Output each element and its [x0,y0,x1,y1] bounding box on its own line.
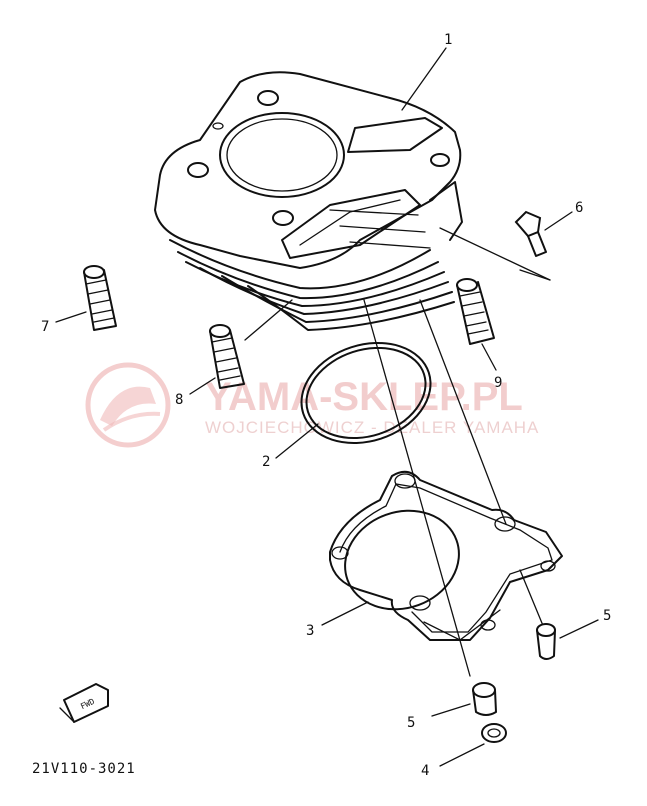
part-5-dowel-pin-right [536,619,599,660]
part-code: 21V110-3021 [32,761,136,777]
part-2-o-ring [275,342,432,459]
assembly-lines [363,299,545,677]
part-7-dowel-spring [55,265,117,331]
callout-9: 9 [494,375,502,391]
part-4-washer [439,723,507,767]
watermark-subtitle: WOJCIECHOWICZ - DEALER YAMAHA [205,418,539,437]
callout-1: 1 [444,32,452,48]
watermark-logo [85,362,171,448]
callout-6: 6 [575,200,583,216]
watermark-title: YAMA-SKLEP.PL [205,375,523,419]
callout-5a: 5 [603,608,611,624]
part-5-dowel-pin-lower [431,682,497,717]
callout-8: 8 [175,392,183,408]
callout-5b: 5 [407,715,415,731]
part-8-dowel-spring [189,299,293,395]
callout-4: 4 [421,763,429,779]
watermark: YAMA-SKLEP.PL WOJCIECHOWICZ - DEALER YAM… [85,362,539,448]
part-1-cylinder [154,47,551,331]
fwd-label: FWD [79,697,96,711]
callout-2: 2 [262,454,270,470]
callouts: 1 2 3 4 5 5 6 7 8 9 [41,32,611,779]
callout-7: 7 [41,319,49,335]
part-6-bolt [514,210,573,257]
callout-3: 3 [306,623,314,639]
part-3-gasket [321,470,563,641]
fwd-arrow-icon: FWD [59,683,109,723]
part-9-dowel-spring [456,278,497,371]
